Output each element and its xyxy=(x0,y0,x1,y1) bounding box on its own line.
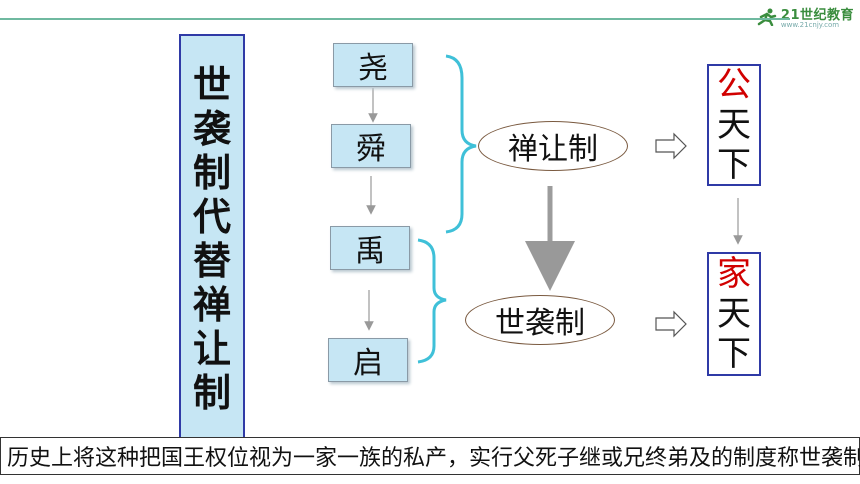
logo-text: 21世纪教育 xyxy=(780,8,854,23)
ruler-qi: 启 xyxy=(328,338,408,382)
title-char: 代 xyxy=(192,194,231,239)
title-char: 袭 xyxy=(192,106,231,151)
brace-shanrang xyxy=(445,54,477,234)
logo-url: www.21cnjy.com xyxy=(780,21,840,29)
result-jia-tianxia: 家 天 下 xyxy=(707,252,761,376)
result-char: 天 xyxy=(717,105,751,145)
caption-definition: 历史上将这种把国王权位视为一家一族的私产，实行父死子继或兄终弟及的制度称世袭制。 xyxy=(0,437,860,475)
result-char: 下 xyxy=(717,145,751,185)
result-char: 下 xyxy=(717,334,751,374)
header-divider xyxy=(0,18,790,20)
title-char: 制 xyxy=(192,370,231,415)
title-char: 替 xyxy=(192,238,231,283)
system-shixi: 世袭制 xyxy=(465,295,615,345)
brace-shixi xyxy=(417,238,447,364)
vertical-title-box: 世 袭 制 代 替 禅 让 制 xyxy=(179,34,245,444)
title-char: 禅 xyxy=(192,282,231,327)
result-char-gong: 公 xyxy=(717,65,751,105)
hollow-arrow-bottom xyxy=(655,310,687,338)
ruler-yao: 尧 xyxy=(333,43,413,87)
title-char: 制 xyxy=(192,150,231,195)
result-char: 天 xyxy=(717,294,751,334)
ruler-shun: 舜 xyxy=(331,124,411,168)
result-char-jia: 家 xyxy=(717,254,751,294)
title-char: 世 xyxy=(192,62,231,107)
site-logo: 21世纪教育 www.21cnjy.com xyxy=(755,4,854,29)
ruler-yu: 禹 xyxy=(330,226,410,270)
system-shanrang: 禅让制 xyxy=(478,121,628,171)
hollow-arrow-top xyxy=(655,132,687,160)
title-char: 让 xyxy=(192,326,231,371)
result-gong-tianxia: 公 天 下 xyxy=(707,64,761,186)
